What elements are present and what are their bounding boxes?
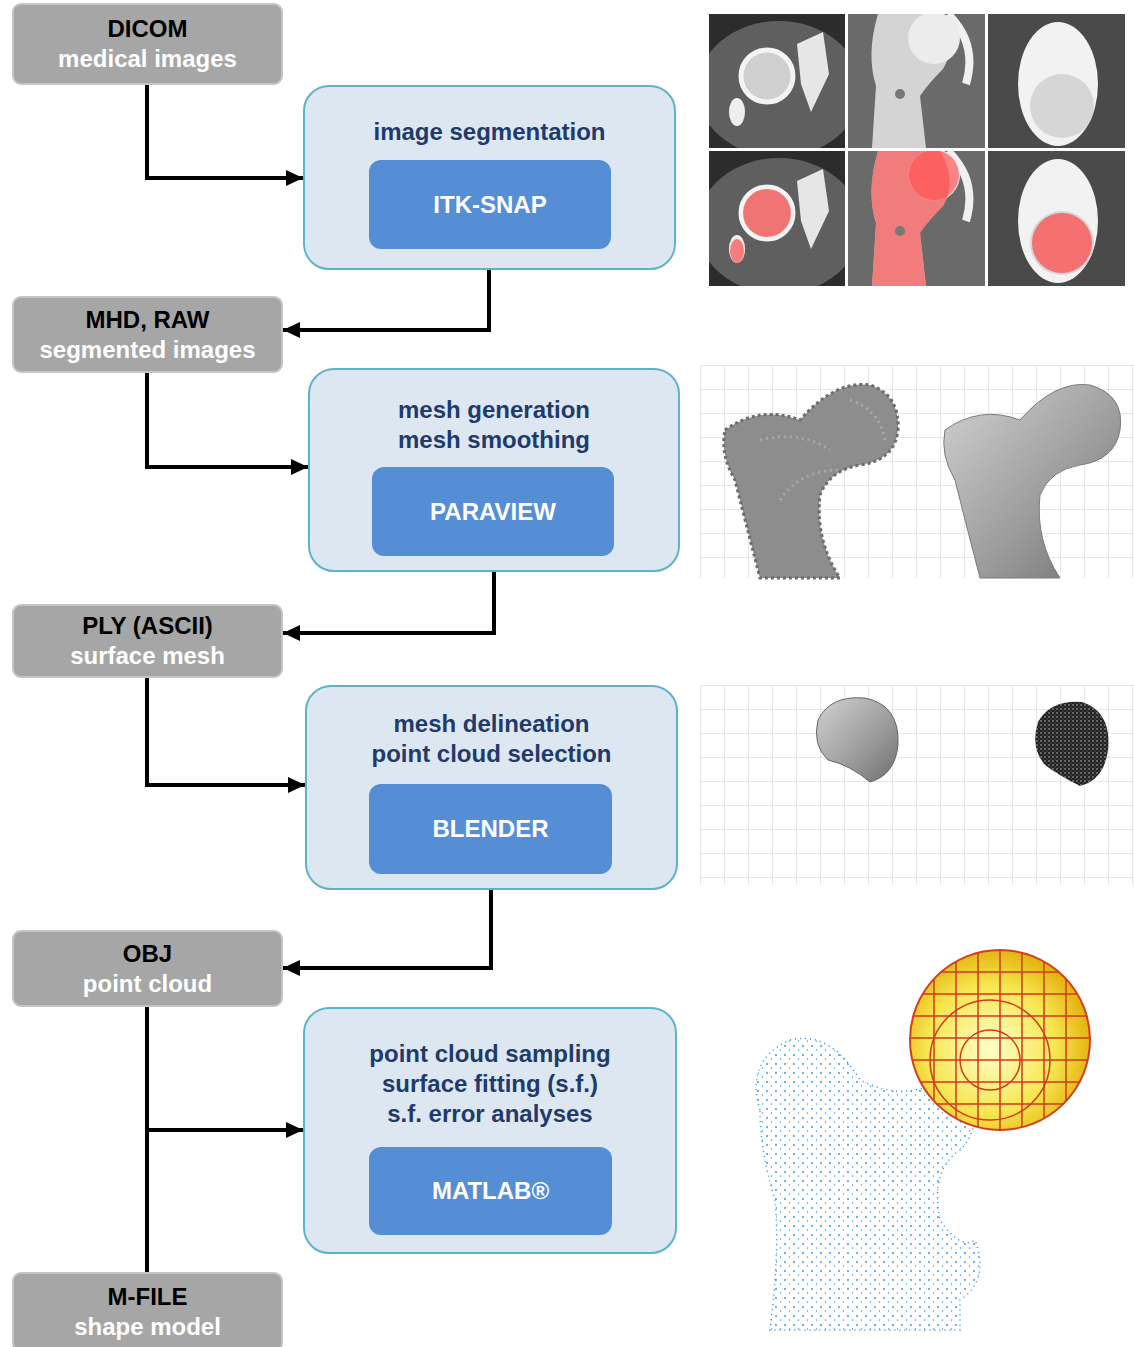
software-box: ITK-SNAP	[369, 160, 611, 249]
format-name: PLY (ASCII)	[82, 611, 213, 641]
software-name: ITK-SNAP	[433, 190, 546, 220]
format-name: MHD, RAW	[86, 305, 210, 335]
process-title: point cloud sampling surface fitting (s.…	[367, 1039, 614, 1129]
flow-arrow	[145, 1007, 149, 1272]
process-panel: mesh generation mesh smoothingPARAVIEW	[308, 368, 680, 572]
software-box: BLENDER	[369, 784, 612, 874]
software-box: PARAVIEW	[372, 467, 614, 556]
format-name: M-FILE	[108, 1282, 188, 1312]
process-panel: point cloud sampling surface fitting (s.…	[303, 1007, 677, 1254]
process-panel: image segmentationITK-SNAP	[303, 85, 676, 270]
flow-arrow	[283, 572, 494, 633]
software-name: PARAVIEW	[430, 497, 556, 527]
process-panel: mesh delineation point cloud selectionBL…	[305, 685, 678, 890]
software-name: MATLAB®	[432, 1176, 549, 1206]
software-name: BLENDER	[432, 814, 548, 844]
flow-arrow	[147, 373, 308, 467]
format-description: medical images	[58, 44, 237, 74]
process-title: mesh delineation point cloud selection	[368, 709, 615, 769]
flow-arrow	[147, 678, 305, 785]
software-box: MATLAB®	[369, 1147, 612, 1235]
format-description: segmented images	[39, 335, 255, 365]
file-format-box: DICOMmedical images	[12, 3, 283, 85]
flow-arrow	[283, 270, 489, 330]
ct-images	[697, 12, 1125, 294]
file-format-box: PLY (ASCII)surface mesh	[12, 604, 283, 678]
process-title: image segmentation	[366, 117, 613, 147]
format-name: DICOM	[108, 14, 188, 44]
file-format-box: OBJpoint cloud	[12, 930, 283, 1007]
format-name: OBJ	[123, 939, 172, 969]
flow-arrow	[147, 1007, 303, 1130]
format-description: point cloud	[83, 969, 212, 999]
format-description: surface mesh	[70, 641, 225, 671]
flow-arrow	[147, 85, 303, 178]
file-format-box: MHD, RAWsegmented images	[12, 296, 283, 373]
file-format-box: M-FILEshape model	[12, 1272, 283, 1347]
mesh-illustration	[700, 365, 1134, 578]
format-description: shape model	[74, 1312, 221, 1342]
process-title: mesh generation mesh smoothing	[371, 395, 618, 455]
flow-arrow	[283, 890, 491, 968]
point-cloud-illustration	[756, 940, 1100, 1330]
delineation-illustration	[700, 685, 1134, 885]
